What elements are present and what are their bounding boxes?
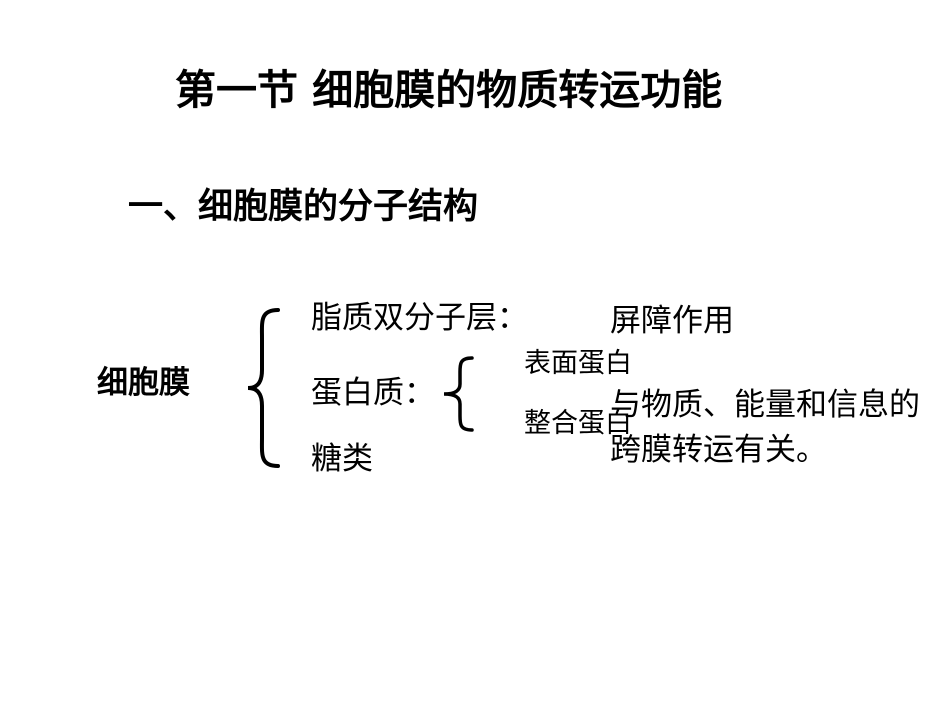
section-heading: 一、细胞膜的分子结构 <box>128 187 479 227</box>
protein-type-surface: 表面蛋白 <box>524 348 632 379</box>
component-lipid-bilayer: 脂质双分子层： <box>311 300 528 336</box>
protein-function-text: 与物质、能量和信息的跨膜转运有关。 <box>610 387 920 468</box>
component-carbohydrate: 糖类 <box>311 441 373 477</box>
slide-title: 第一节 细胞膜的物质转运功能 <box>175 66 723 114</box>
component-protein: 蛋白质： <box>311 375 435 411</box>
protein-type-integral: 整合蛋白 <box>524 408 632 439</box>
lipid-function-text: 屏障作用 <box>610 303 734 339</box>
protein-brace <box>443 356 474 432</box>
cell-membrane-label: 细胞膜 <box>97 365 190 401</box>
main-brace <box>247 308 280 468</box>
